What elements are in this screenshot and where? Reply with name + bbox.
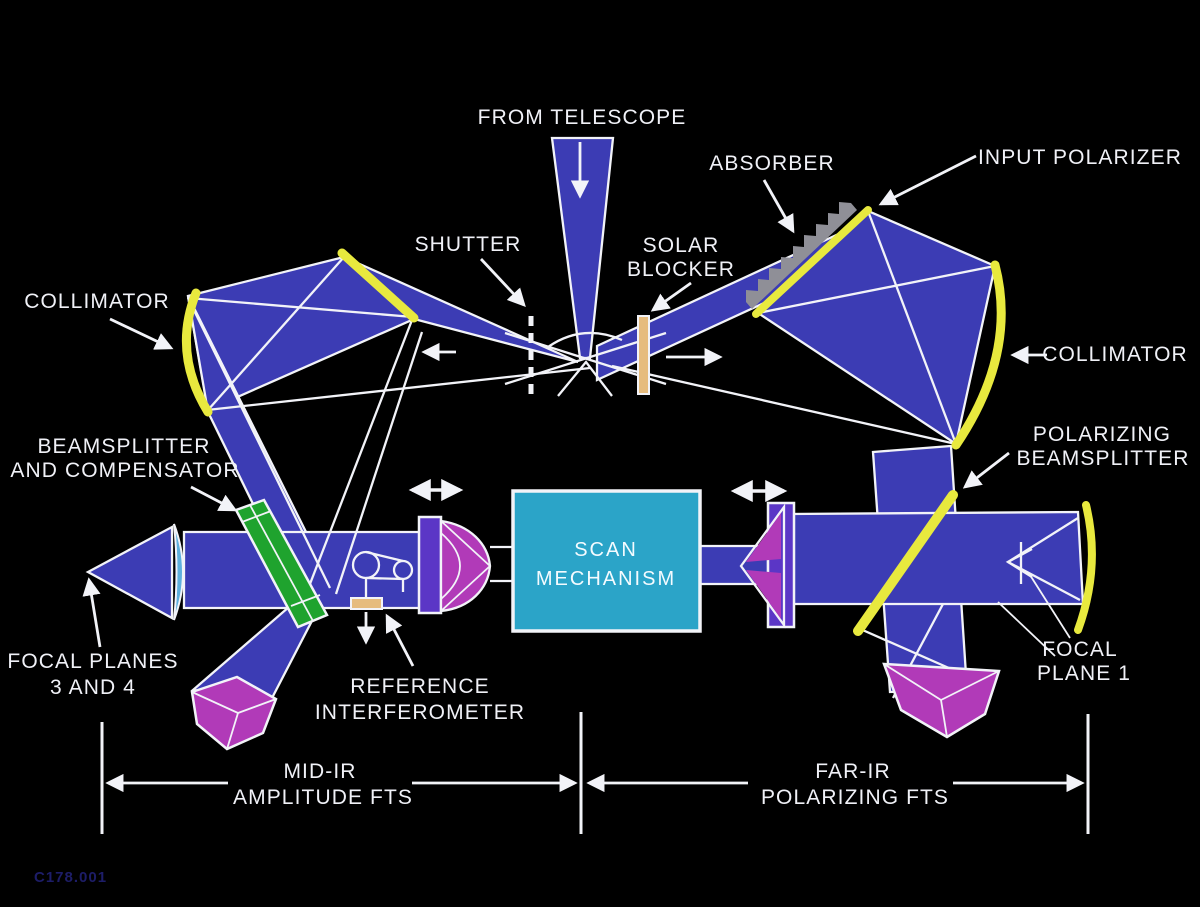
beamsplitter-endcap — [241, 510, 272, 523]
direction-arrows — [408, 142, 788, 503]
absorber-element — [746, 202, 857, 309]
focal-plane-1-label: PLANE 1 — [1037, 662, 1131, 685]
beam-ray — [757, 264, 996, 315]
retro-facet — [940, 699, 948, 738]
figure-caption: C178.001 — [34, 869, 107, 886]
input-polarizer-element — [752, 206, 872, 318]
collimator-left-arrow — [109, 317, 174, 350]
beamsplitter-endcap — [290, 594, 321, 607]
detector-cone — [1005, 547, 1033, 578]
optical-elements — [173, 202, 1096, 751]
solar-blocker-label: BLOCKER — [627, 258, 735, 281]
collimator-right-mirror — [951, 260, 1006, 450]
collimator-left-label: COLLIMATOR — [24, 290, 170, 313]
input-polarizer-label: INPUT POLARIZER — [978, 146, 1182, 169]
beamsplitter-label: AND COMPENSATOR — [10, 459, 239, 482]
reference-interferometer-assembly — [350, 550, 414, 645]
interferometer-plate — [350, 597, 383, 610]
polarizing-bs-label: BEAMSPLITTER — [1016, 447, 1189, 470]
mid-ir-fts-label: AMPLITUDE FTS — [233, 786, 413, 809]
catseye-bracket — [417, 515, 443, 615]
beamsplitter-arrow — [190, 485, 238, 512]
interferometer-rod — [365, 550, 404, 563]
beam-ray — [187, 296, 414, 319]
scan-mechanism-label: SCAN — [574, 539, 638, 561]
field-mirror-arc — [547, 331, 623, 348]
catseye-prism — [746, 513, 781, 562]
focal-planes-34-label: FOCAL PLANES — [7, 650, 178, 673]
beam-ray — [334, 331, 424, 595]
scan-mechanism-label: MECHANISM — [536, 568, 676, 590]
polarizing-bs-arrow — [962, 451, 1010, 489]
catseye-chord — [440, 565, 491, 612]
retro-body — [190, 675, 278, 751]
solar-blocker-label: SOLAR — [643, 234, 720, 257]
catseye-prism — [746, 570, 781, 619]
focal-plane1-pointer — [1029, 574, 1071, 639]
absorber-label: ABSORBER — [709, 152, 835, 175]
far-ir-fts-label: POLARIZING FTS — [761, 786, 949, 809]
beam-ray — [611, 364, 957, 446]
scan-catseye-right — [739, 501, 796, 629]
solar-blocker-arrow — [650, 281, 692, 312]
section-dimensions — [100, 712, 1090, 834]
shutter-arrow — [479, 258, 526, 307]
beam-ray — [866, 210, 958, 445]
solar-blocker-element — [637, 315, 650, 395]
collimator-right-label: COLLIMATOR — [1042, 343, 1188, 366]
far-ir-fts-label: FAR-IR — [815, 760, 890, 783]
catseye-inner-mirror — [440, 531, 461, 601]
beamsplitter-label: BEAMSPLITTER — [37, 435, 210, 458]
catseye-outline — [739, 503, 786, 629]
mid-ir-retroreflector — [190, 675, 278, 751]
polarizing-beamsplitter-element — [853, 490, 958, 636]
from-telescope-label: FROM TELESCOPE — [478, 106, 687, 129]
catseye-chord — [440, 520, 491, 567]
catseye-dome — [439, 519, 492, 613]
beam-ray — [206, 366, 591, 412]
focus-vee-ray — [557, 360, 613, 397]
beam-ray — [186, 297, 332, 589]
reference-interferometer-arrow — [385, 613, 415, 667]
focal-plane1-mirror — [1074, 501, 1096, 634]
absorber-arrow — [762, 179, 795, 234]
focal-planes-34-label: 3 AND 4 — [50, 676, 136, 699]
focal-plane-34-cone — [85, 525, 174, 620]
focal-plane-1-label: FOCAL — [1042, 638, 1118, 661]
retro-facet — [226, 712, 239, 750]
polarizer-to-collimator-beam — [756, 209, 997, 446]
beamsplitter-compensator-element — [234, 498, 329, 629]
reference-interferometer-label: REFERENCE — [350, 675, 489, 698]
field-lens — [173, 523, 184, 621]
focal-plane1-detector — [1005, 542, 1033, 584]
polarizing-bs-label: POLARIZING — [1033, 423, 1171, 446]
telescope-input-beam — [550, 136, 615, 360]
fold-mirror — [337, 248, 419, 323]
text-labels: FROM TELESCOPE SHUTTER SOLAR BLOCKER ABS… — [7, 106, 1189, 886]
label-arrows — [82, 154, 1047, 667]
reference-interferometer-label: INTERFEROMETER — [315, 701, 525, 724]
scan-catseye-left — [417, 515, 513, 615]
focal-plane1-pointer — [997, 601, 1056, 657]
far-ir-retroreflector — [882, 662, 1001, 739]
shutter-label: SHUTTER — [415, 233, 522, 256]
focal-planes-34-arrow — [82, 577, 102, 648]
scan-mechanism-box — [511, 489, 702, 633]
input-polarizer-arrow — [878, 154, 977, 206]
interferometer-rod — [365, 576, 404, 581]
collimator-left-mirror — [181, 288, 213, 417]
mid-ir-fts-label: MID-IR — [283, 760, 356, 783]
beam-ray — [301, 319, 414, 603]
